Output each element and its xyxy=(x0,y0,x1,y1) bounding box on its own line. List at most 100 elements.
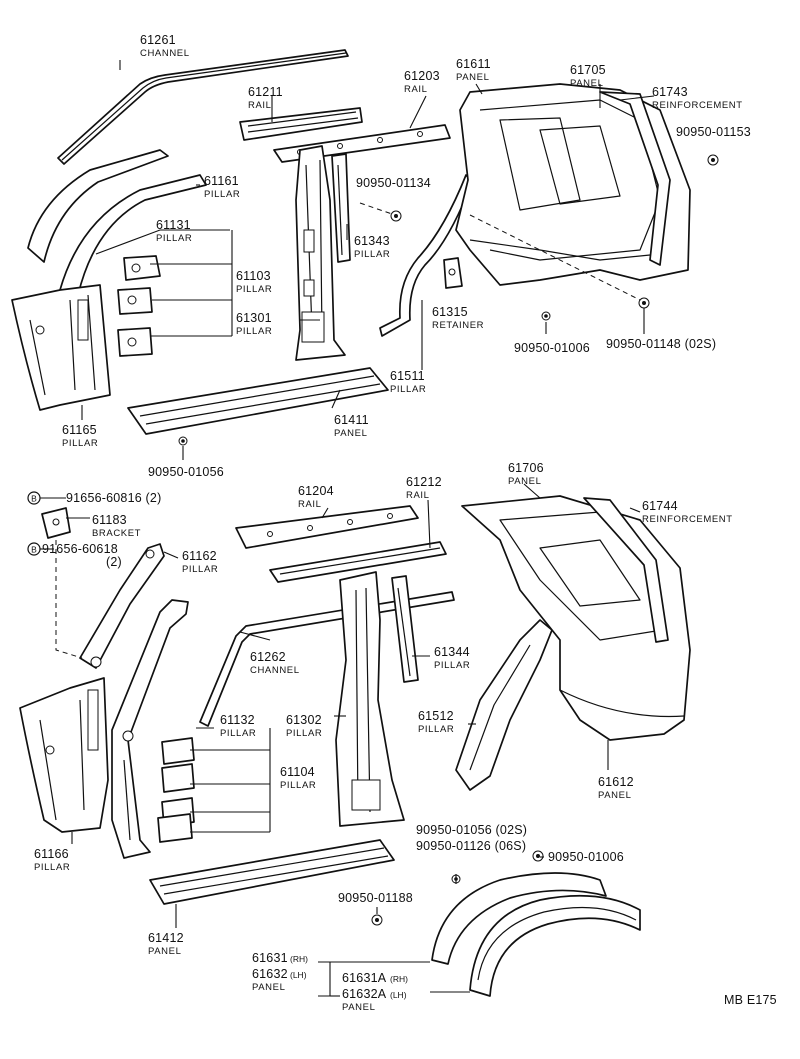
part-61183-bracket xyxy=(41,507,71,539)
callout-90950-01134: 90950-01134 xyxy=(356,176,431,190)
callout-61131-number: 61131 xyxy=(156,218,191,232)
callout-61631A-side: (RH) xyxy=(390,974,408,984)
callout-61744-number: 61744 xyxy=(642,499,678,513)
clip-90950-01056-top xyxy=(178,436,188,446)
part-61302-pillar xyxy=(335,571,405,827)
part-61412-panel xyxy=(149,839,395,905)
bolt-marker-91656-60618: B xyxy=(27,542,41,556)
callout-61632A-number: 61632A xyxy=(342,987,387,1001)
callout-61183-name: BRACKET xyxy=(92,528,141,539)
callout-61103-number: 61103 xyxy=(236,269,271,283)
callout-61632-side: (LH) xyxy=(290,970,307,980)
clip-90950-01006-bottom xyxy=(532,850,544,862)
callout-61166-name: PILLAR xyxy=(34,862,70,873)
callout-61104-name: PILLAR xyxy=(280,780,316,791)
callout-61315-number: 61315 xyxy=(432,305,468,319)
callout-61343-number: 61343 xyxy=(354,234,390,248)
callout-61261-number: 61261 xyxy=(140,33,176,47)
callout-61103-name: PILLAR xyxy=(236,284,272,295)
part-61103-brackets xyxy=(117,255,161,357)
part-61612-panel xyxy=(461,495,691,741)
callout-61212-name: RAIL xyxy=(406,490,430,501)
callout-61612-name: PANEL xyxy=(598,790,631,801)
part-61344-pillar xyxy=(391,575,419,683)
callout-61204-number: 61204 xyxy=(298,484,334,498)
part-61166-pillar xyxy=(19,677,109,833)
part-61104-brackets xyxy=(157,737,195,843)
callout-61512-number: 61512 xyxy=(418,709,454,723)
part-61744-reinforcement xyxy=(583,497,669,643)
callout-61611-number: 61611 xyxy=(456,57,491,71)
part-61512-pillar xyxy=(455,619,553,791)
leader-lines-bottom xyxy=(40,483,641,997)
callout-61212-number: 61212 xyxy=(406,475,442,489)
callout-61744-name: REINFORCEMENT xyxy=(642,514,733,525)
clip-90950-01188 xyxy=(371,914,383,926)
part-61132-pillar xyxy=(111,599,189,859)
part-61204-rail xyxy=(235,505,419,549)
callout-61162-number: 61162 xyxy=(182,549,217,563)
callout-61743-name: REINFORCEMENT xyxy=(652,100,743,111)
clip-90950-01006-top xyxy=(541,311,551,321)
callout-90950-01188: 90950-01188 xyxy=(338,891,413,905)
callout-61705-name: PANEL xyxy=(570,78,603,89)
callout-61412-number: 61412 xyxy=(148,931,184,945)
part-61262-channel xyxy=(199,591,455,727)
part-61161-pillar xyxy=(27,149,207,296)
callout-61302-number: 61302 xyxy=(286,713,322,727)
callout-61166-number: 61166 xyxy=(34,847,69,861)
bolt-marker-91656-60816: B xyxy=(27,491,41,505)
part-61211-rail xyxy=(239,107,363,141)
callout-90950-01148: 90950-01148 (02S) xyxy=(606,337,716,351)
callout-61632A-name: PANEL xyxy=(342,1002,375,1013)
callout-90950-01056-02s: 90950-01056 (02S) xyxy=(416,823,527,837)
callout-90950-01006-bottom: 90950-01006 xyxy=(548,850,624,864)
callout-61203-name: RAIL xyxy=(404,84,428,95)
callout-61204-name: RAIL xyxy=(298,499,322,510)
callout-61161-number: 61161 xyxy=(204,174,239,188)
clip-90950-01153 xyxy=(707,154,719,166)
callout-61301-name: PILLAR xyxy=(236,326,272,337)
callout-61706-name: PANEL xyxy=(508,476,541,487)
callout-61412-name: PANEL xyxy=(148,946,181,957)
callout-61343-name: PILLAR xyxy=(354,249,390,260)
callout-61743-number: 61743 xyxy=(652,85,688,99)
callout-61511-name: PILLAR xyxy=(390,384,426,395)
callout-labels: 61261 CHANNEL 61211 RAIL 61203 RAIL 6161… xyxy=(34,33,777,1013)
callout-61611-name: PANEL xyxy=(456,72,489,83)
callout-61131-name: PILLAR xyxy=(156,233,192,244)
callout-61632-number: 61632 xyxy=(252,967,288,981)
bolt-marker-label: B xyxy=(31,494,37,504)
part-61743-reinforcement xyxy=(599,91,671,266)
callout-61302-name: PILLAR xyxy=(286,728,322,739)
leader-lines-top xyxy=(81,60,655,460)
callout-61511-number: 61511 xyxy=(390,369,425,383)
callout-61631-side: (RH) xyxy=(290,954,308,964)
callout-91656-60816: 91656-60816 (2) xyxy=(66,491,161,505)
diagram-code: MB E175 xyxy=(724,993,777,1007)
part-61411-panel xyxy=(127,367,389,435)
callout-91656-60618-qty: (2) xyxy=(106,555,122,569)
bolt-marker-label: B xyxy=(31,545,37,555)
callout-90950-01126-06s: 90950-01126 (06S) xyxy=(416,839,526,853)
clip-90950-01148 xyxy=(638,297,650,309)
callout-61632A-side: (LH) xyxy=(390,990,407,1000)
part-61212-rail xyxy=(269,541,447,583)
callout-61165-number: 61165 xyxy=(62,423,97,437)
callout-61132-name: PILLAR xyxy=(220,728,256,739)
callout-61612-number: 61612 xyxy=(598,775,634,789)
callout-61512-name: PILLAR xyxy=(418,724,454,735)
callout-90950-01006-top: 90950-01006 xyxy=(514,341,590,355)
callout-61706-number: 61706 xyxy=(508,461,544,475)
callout-61631A-number: 61631A xyxy=(342,971,387,985)
callout-61165-name: PILLAR xyxy=(62,438,98,449)
callout-61262-name: CHANNEL xyxy=(250,665,300,676)
callout-61203-number: 61203 xyxy=(404,69,440,83)
callout-61411-number: 61411 xyxy=(334,413,369,427)
callout-61161-name: PILLAR xyxy=(204,189,240,200)
callout-61315-name: RETAINER xyxy=(432,320,484,331)
callout-61632-name: PANEL xyxy=(252,982,285,993)
part-61165-pillar xyxy=(11,284,111,411)
callout-61104-number: 61104 xyxy=(280,765,315,779)
callout-61132-number: 61132 xyxy=(220,713,255,727)
